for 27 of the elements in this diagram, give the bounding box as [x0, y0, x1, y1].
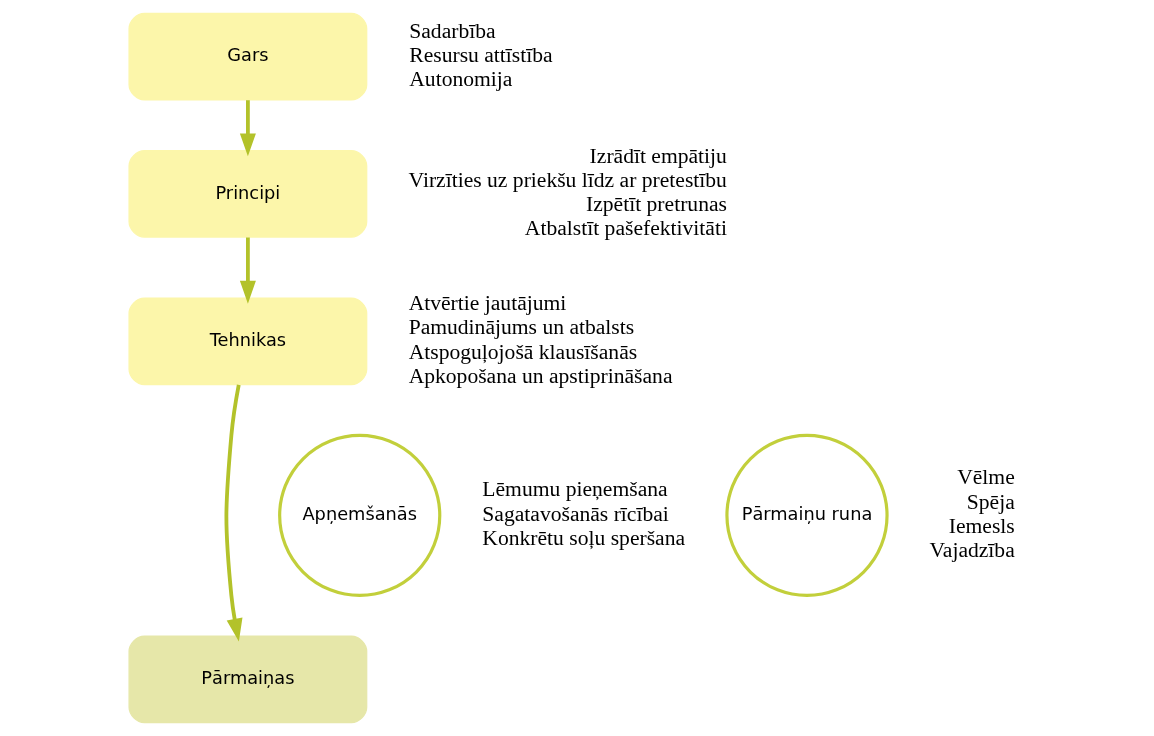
node-label: Apkopošana un apstiprināšana	[408, 363, 673, 388]
node-label: Autonomija	[409, 67, 513, 92]
node-label: Vajadzība	[929, 537, 1015, 562]
node-label: Sadarbība	[409, 18, 496, 43]
node-label: Pamudinājums un atbalsts	[408, 315, 635, 340]
node-label: Sagatavošanās rīcībai	[482, 501, 669, 526]
node-box: Tehnikas	[128, 297, 368, 386]
arrow	[239, 237, 256, 304]
node-box: Pārmaiņas	[128, 635, 368, 724]
node-label: Izpētīt pretrunas	[586, 192, 727, 217]
node-label: Izrādīt empātiju	[589, 143, 727, 168]
node-label: Spēja	[966, 489, 1015, 514]
node-box: Principi	[128, 150, 368, 238]
node-box: Gars	[128, 12, 368, 101]
node-circle: Apņemšanās	[278, 433, 442, 598]
node-label: Atbalstīt pašefektivitāti	[524, 216, 727, 241]
node-circle: Pārmaiņu runa	[725, 433, 889, 598]
node-label: Iemesls	[948, 513, 1015, 538]
node-label: Lēmumu pieņemšana	[482, 477, 668, 502]
node-label: Resursu attīstība	[409, 42, 553, 67]
node-label: Atvērtie jautājumi	[408, 291, 567, 316]
arrow	[224, 384, 243, 642]
node-label: Atspoguļojošā klausīšanās	[408, 339, 638, 364]
node-label: Virzīties uz priekšu līdz ar pretestību	[408, 168, 727, 193]
node-label: Konkrētu soļu speršana	[482, 525, 686, 550]
arrow	[239, 100, 256, 157]
node-label: Vēlme	[957, 465, 1015, 490]
